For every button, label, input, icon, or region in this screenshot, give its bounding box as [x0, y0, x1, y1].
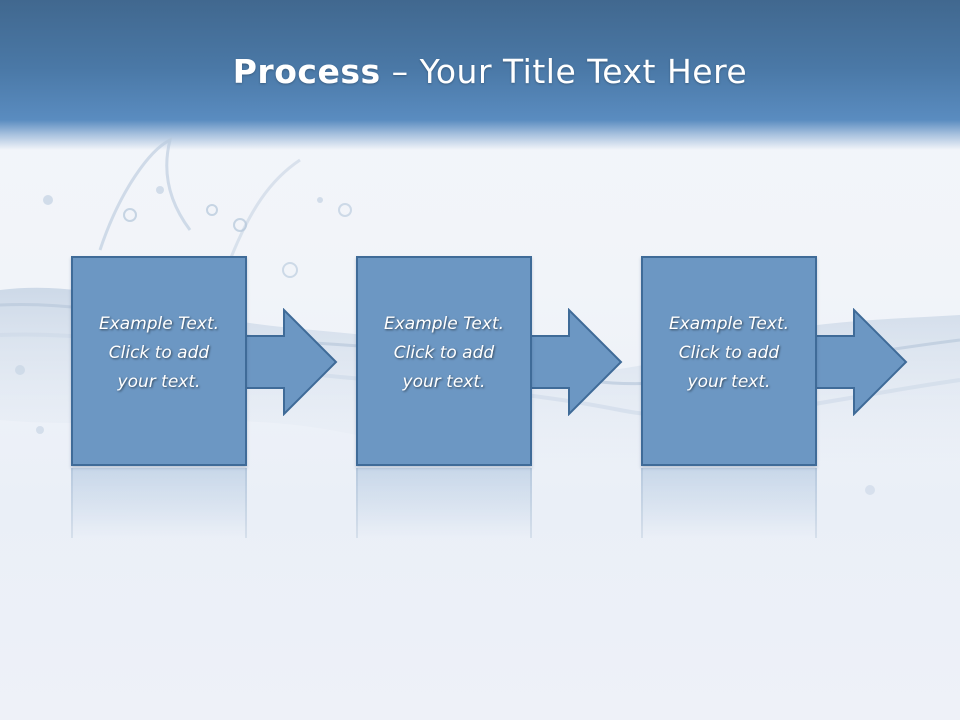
step-text-line: Click to add	[678, 343, 780, 363]
step-text-line: Click to add	[108, 343, 210, 363]
step-2-box[interactable]: Example Text. Click to add your text.	[356, 256, 532, 466]
step-2-reflection	[356, 468, 532, 538]
step-1-box[interactable]: Example Text. Click to add your text.	[71, 256, 247, 466]
step-3-text: Example Text. Click to add your text.	[643, 310, 815, 397]
title-bold: Process	[232, 52, 381, 91]
step-text-line: your text.	[402, 372, 486, 392]
step-text-line: your text.	[117, 372, 201, 392]
step-2-text: Example Text. Click to add your text.	[358, 310, 530, 397]
step-text-line: Example Text.	[668, 314, 790, 334]
right-arrow-icon	[522, 308, 623, 416]
step-text-line: Example Text.	[98, 314, 220, 334]
right-arrow-icon	[807, 308, 908, 416]
title-rest: – Your Title Text Here	[380, 52, 748, 91]
step-1-reflection	[71, 468, 247, 538]
step-text-line: your text.	[687, 372, 771, 392]
title-bar	[0, 0, 960, 150]
step-text-line: Click to add	[393, 343, 495, 363]
step-3-box[interactable]: Example Text. Click to add your text.	[641, 256, 817, 466]
slide-title[interactable]: Process – Your Title Text Here	[0, 52, 960, 91]
right-arrow-icon	[237, 308, 338, 416]
step-text-line: Example Text.	[383, 314, 505, 334]
step-3-reflection	[641, 468, 817, 538]
step-1-text: Example Text. Click to add your text.	[73, 310, 245, 397]
